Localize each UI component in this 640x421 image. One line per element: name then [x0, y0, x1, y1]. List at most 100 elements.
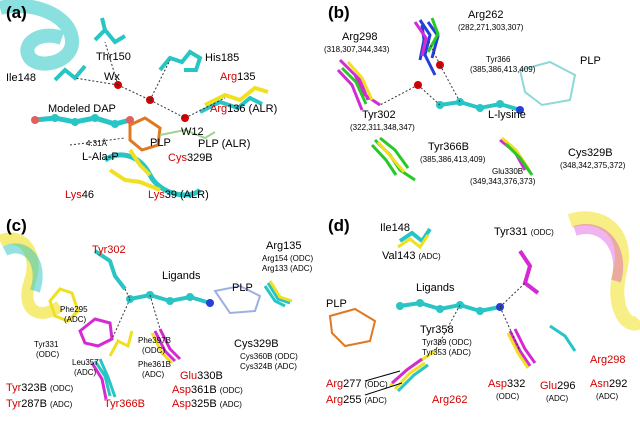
ile148-stick: [398, 227, 432, 244]
label-arg135: Arg135: [220, 71, 256, 83]
label-l-ala-p: L-Ala-P: [82, 151, 119, 163]
label-ligands: Ligands: [416, 282, 455, 294]
hbonds-c: [111, 288, 161, 340]
label-arg298: Arg298: [590, 354, 626, 366]
label-ligands: Ligands: [162, 270, 201, 282]
panel-d: (d) Ile148 Val143 (ADC) Tyr331 (ODC) Lig…: [320, 211, 640, 421]
plp-d: [328, 307, 377, 348]
label-phe361b: Phe361B: [138, 360, 171, 369]
label-glu330b: Glu330B: [180, 370, 223, 382]
panel-label: (a): [6, 3, 27, 22]
arg135-stick: [204, 85, 269, 107]
label-leu357: Leu357: [72, 358, 99, 367]
label-arg277: Arg277 (ODC): [326, 378, 388, 390]
label-glu330b: Glu330B: [492, 167, 524, 176]
label-thr150: Thr150: [96, 51, 131, 63]
plp-stick: [128, 116, 162, 152]
plp-c: [213, 284, 262, 315]
plp-alr-stick: [159, 128, 216, 140]
label-plp: PLP: [580, 55, 601, 67]
label-l-lysine: L-lysine: [488, 109, 526, 121]
label-phe397b: Phe397B: [138, 336, 171, 345]
label-cys329b: Cys329B: [168, 152, 213, 164]
helix-d: [567, 211, 640, 331]
ile148-stick: [53, 64, 87, 82]
label-phe295-sub: (ADC): [64, 315, 87, 324]
label-phe361b-sub: (ADC): [142, 370, 165, 379]
label-tyr331: Tyr331: [34, 340, 59, 349]
phe295-stick: [48, 287, 80, 323]
label-ile148: Ile148: [6, 72, 36, 84]
label-arg154: Arg154 (ODC): [262, 254, 314, 263]
helix-ribbon: [0, 0, 79, 71]
panel-a: (a) Thr150 Ile148 His185 Wx Arg135 Model…: [0, 0, 320, 210]
tyr331-stick: [518, 249, 540, 295]
loop-cyan: [103, 152, 202, 198]
label-arg133: Arg133 (ADC): [262, 264, 313, 273]
label-arg136: Arg136 (ALR): [210, 103, 278, 115]
label-arg255: Arg255 (ADC): [326, 394, 387, 406]
plp-thin: [518, 60, 577, 107]
label-cys360b: Cys360B (ODC): [240, 352, 298, 361]
hbonds-b: [379, 39, 461, 106]
label-tyr331-sub: (ODC): [36, 350, 60, 359]
distance-line: [69, 137, 126, 146]
label-plp: PLP: [150, 137, 171, 149]
ligands-d: [399, 300, 501, 314]
panel-label: (d): [328, 216, 350, 235]
panel-c: (c) Tyr302 Ligands PLP Arg135 Arg154 (OD…: [0, 211, 320, 421]
label-tyr358: Tyr358: [420, 324, 454, 336]
label-cys329b: Cys329B: [234, 338, 279, 350]
panel-c-structure: [0, 232, 293, 400]
hbonds: [74, 41, 226, 119]
label-asp361b: Asp361B (ODC): [172, 384, 243, 396]
label-plp-alr: PLP (ALR): [198, 138, 251, 150]
label-his185: His185: [205, 52, 240, 64]
label-asn292-sub: (ADC): [596, 392, 619, 401]
label-asp325b: Asp325B (ADC): [172, 398, 242, 410]
arg136-stick: [199, 95, 263, 114]
label-tyr366b: Tyr366B: [104, 398, 145, 410]
label-arg262: Arg262: [432, 394, 468, 406]
his185-stick: [158, 49, 203, 72]
thr150-stick: [93, 17, 127, 45]
label-cys324b: Cys324B (ADC): [240, 362, 297, 371]
helix-c: [0, 232, 64, 319]
label-plp: PLP: [232, 282, 253, 294]
asp-glu-sticks: [153, 328, 182, 363]
label-phe397b-sub: (ODC): [142, 346, 166, 355]
panel-label: (b): [328, 3, 350, 22]
label-asp332: Asp332: [488, 378, 526, 390]
label-tyr353: Tyr353 (ADC): [422, 348, 471, 357]
panel-d-structure: [328, 211, 640, 396]
label-glu296: Glu296: [540, 380, 576, 392]
label-cys329b-nums: (348,342,375,372): [560, 161, 626, 170]
label-tyr366-small: Tyr366: [486, 55, 511, 64]
label-phe295: Phe295: [60, 305, 88, 314]
label-tyr302: Tyr302: [92, 244, 126, 256]
label-arg262-nums: (282,271,303,307): [458, 23, 524, 32]
label-tyr287b: Tyr287B (ADC): [6, 398, 73, 410]
label-glu296-sub: (ADC): [546, 394, 569, 403]
label-lys46: Lys46: [65, 189, 94, 201]
label-tyr366b: Tyr366B: [428, 141, 469, 153]
label-leu357-sub: (ADC): [74, 368, 97, 377]
label-distance: 4.31Å: [86, 139, 107, 148]
label-wx: Wx: [104, 71, 120, 83]
tyr331-stick: [78, 317, 114, 348]
hbonds-d: [434, 282, 526, 352]
label-tyr389: Tyr389 (ODC): [422, 338, 472, 347]
tyr302-stick: [93, 249, 127, 291]
label-arg298-nums: (318,307,344,343): [324, 45, 390, 54]
label-asp332-sub: (ODC): [496, 392, 520, 401]
label-tyr366-small-nums: (385,386,413,409): [470, 65, 536, 74]
label-lys39: Lys39 (ALR): [148, 189, 209, 201]
label-tyr366b-nums: (385,386,413,409): [420, 155, 486, 164]
label-tyr323b: Tyr323B (ODC): [6, 382, 74, 394]
label-glu330b-nums: (349,343,376,373): [470, 177, 536, 186]
label-val143: Val143 (ADC): [382, 250, 441, 262]
arg135-c: [263, 282, 291, 308]
label-cys329b: Cys329B: [568, 147, 613, 159]
label-modeled-dap: Modeled DAP: [48, 103, 116, 115]
panel-label: (c): [6, 216, 27, 235]
